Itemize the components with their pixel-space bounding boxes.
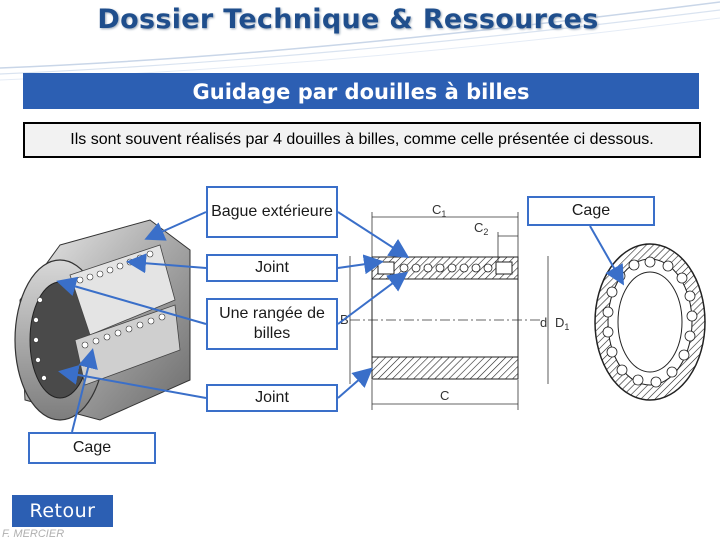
author-watermark: F. MERCIER <box>2 528 65 540</box>
label-joint-top: Joint <box>206 254 338 282</box>
svg-text:C2: C2 <box>474 220 488 237</box>
label-joint-bottom: Joint <box>206 384 338 412</box>
label-cage-right: Cage <box>527 196 655 226</box>
label-bague-exterieure: Bague extérieure <box>206 186 338 238</box>
bearing-3d-view <box>14 219 191 421</box>
svg-text:D1: D1 <box>555 315 569 332</box>
label-cage-left: Cage <box>28 432 156 464</box>
bearing-section-drawing: C1 C2 C B d D1 <box>340 202 569 410</box>
intro-text: Ils sont souvent réalisés par 4 douilles… <box>23 122 701 158</box>
label-rangee-billes: Une rangée de billes <box>206 298 338 350</box>
svg-text:C1: C1 <box>432 202 446 219</box>
annotation-arrows <box>56 211 624 433</box>
retour-button[interactable]: Retour <box>12 495 113 527</box>
svg-text:C: C <box>440 388 449 403</box>
page-title: Dossier Technique & Ressources <box>97 4 599 35</box>
svg-text:d: d <box>540 315 547 330</box>
bearing-cross-section <box>594 243 706 401</box>
section-banner: Guidage par douilles à billes <box>23 73 699 109</box>
